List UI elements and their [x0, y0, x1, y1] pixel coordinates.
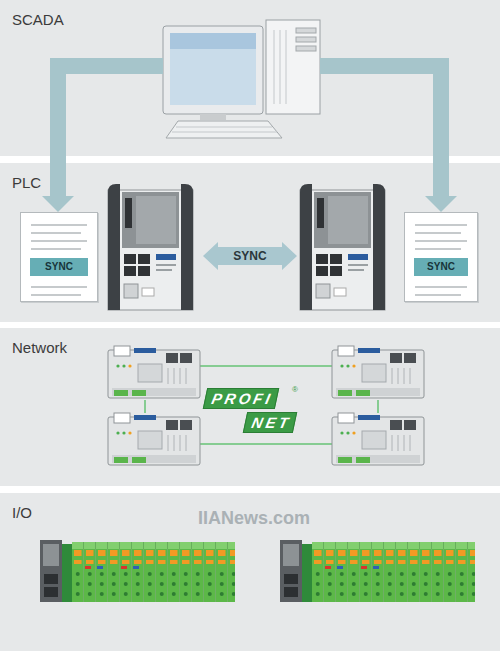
sync-tag: SYNC	[30, 258, 88, 276]
document-lines	[21, 213, 97, 301]
sync-tag: SYNC	[414, 258, 468, 276]
text-line	[415, 286, 467, 288]
data-flow-arrow	[42, 66, 457, 212]
text-line	[31, 224, 87, 226]
text-line	[415, 240, 467, 242]
double-arrow	[203, 242, 297, 270]
plc-controller	[300, 184, 385, 310]
document-lines	[405, 213, 477, 301]
watermark: IIANews.com	[198, 508, 310, 528]
config-document: SYNC	[404, 212, 478, 302]
layer-band: SCADA	[0, 0, 500, 156]
text-line	[31, 286, 87, 288]
io-terminal-strip	[280, 540, 475, 602]
layer-band: PLC SYNC SYNC SYNC	[0, 163, 500, 322]
registered-mark: ®	[292, 385, 298, 394]
text-line	[415, 232, 461, 234]
layer-label: PLC	[12, 174, 41, 192]
scada-computer	[163, 20, 320, 138]
layer-label: Network	[12, 339, 67, 357]
logo-text: NET	[243, 412, 297, 433]
network-device	[332, 413, 424, 465]
watermark: IIANews.com	[198, 508, 310, 528]
registered-mark: ®	[292, 378, 298, 396]
profinet-logo: PROFI NET	[205, 386, 295, 434]
config-document: SYNC	[20, 212, 98, 302]
text-line	[415, 248, 461, 250]
text-line	[415, 294, 461, 296]
sync-arrow: SYNC	[203, 242, 297, 270]
text-line	[31, 294, 81, 296]
text-line	[31, 240, 87, 242]
layer-label: I/O	[12, 504, 32, 522]
text-line	[415, 224, 467, 226]
network-device	[108, 413, 200, 465]
io-terminal-strip	[40, 540, 235, 602]
logo-text: PROFI	[203, 388, 279, 409]
layer-label: SCADA	[12, 11, 64, 29]
text-line	[31, 248, 81, 250]
sync-label: SYNC	[233, 249, 266, 263]
network-device	[108, 346, 200, 398]
plc-controller	[108, 184, 193, 310]
profinet-wire	[145, 366, 378, 444]
network-device	[332, 346, 424, 398]
layer-band: NetworkPROFI NET	[0, 328, 500, 486]
text-line	[31, 232, 81, 234]
